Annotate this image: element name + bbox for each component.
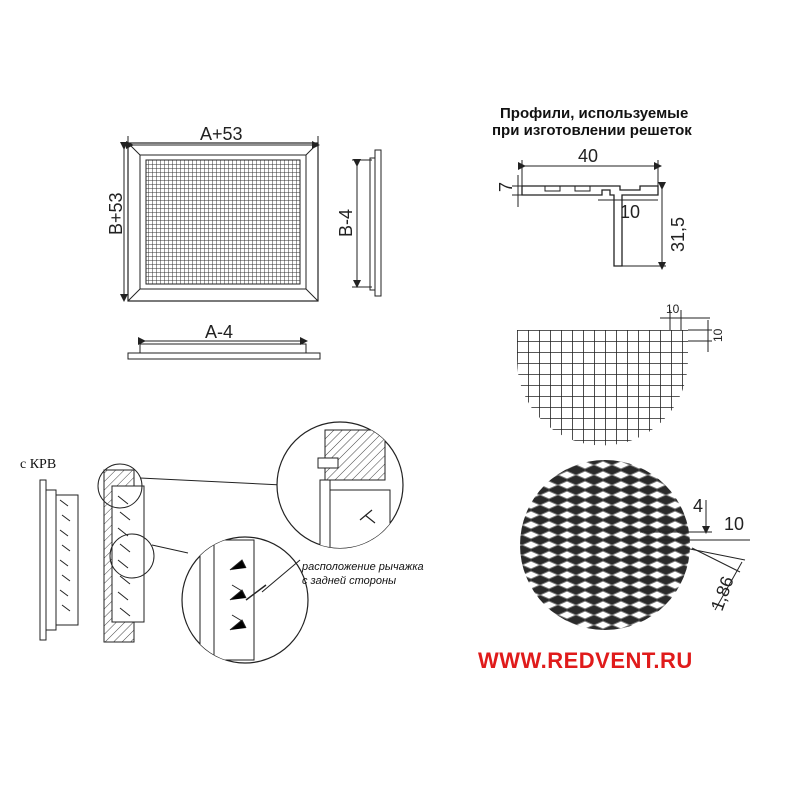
- kpb-side-section: [39, 479, 79, 641]
- profiles-title-line2: при изготовлении решеток: [492, 122, 692, 139]
- expanded-dim-b-label: 10: [724, 514, 744, 534]
- grille-bottom-view: [127, 337, 321, 360]
- profile-section: [512, 160, 666, 270]
- detail-circle-top: [276, 421, 404, 549]
- expanded-dim-c-label: 1,86: [707, 574, 738, 614]
- side-height-label: B-4: [336, 209, 356, 237]
- mesh-cell-width-label: 10: [666, 302, 680, 316]
- profile-width-label: 40: [578, 146, 598, 166]
- grille-front-view: [120, 136, 320, 302]
- profile-lip-label: 10: [620, 202, 640, 222]
- profile-depth-label: 31,5: [668, 217, 688, 252]
- height-label: B+53: [106, 192, 126, 235]
- mesh-cell-height-label: 10: [711, 328, 725, 342]
- bottom-width-label: A-4: [205, 322, 233, 342]
- lever-note-line2: с задней стороны: [302, 575, 396, 587]
- expanded-mesh-detail: [520, 460, 750, 630]
- kpb-label: с КРВ: [20, 457, 56, 472]
- width-label: A+53: [200, 124, 243, 144]
- lever-note-line1: расположение рычажка: [301, 561, 424, 573]
- detail-circle-bottom: [181, 536, 309, 664]
- square-mesh-detail: [517, 310, 712, 446]
- profiles-title-line1: Профили, используемые: [500, 105, 688, 122]
- profile-height-label: 7: [496, 182, 516, 192]
- expanded-dim-a-label: 4: [693, 496, 703, 516]
- grille-side-view: [352, 149, 382, 297]
- website-url: WWW.REDVENT.RU: [478, 648, 693, 673]
- kpb-assembly-section: [97, 463, 283, 643]
